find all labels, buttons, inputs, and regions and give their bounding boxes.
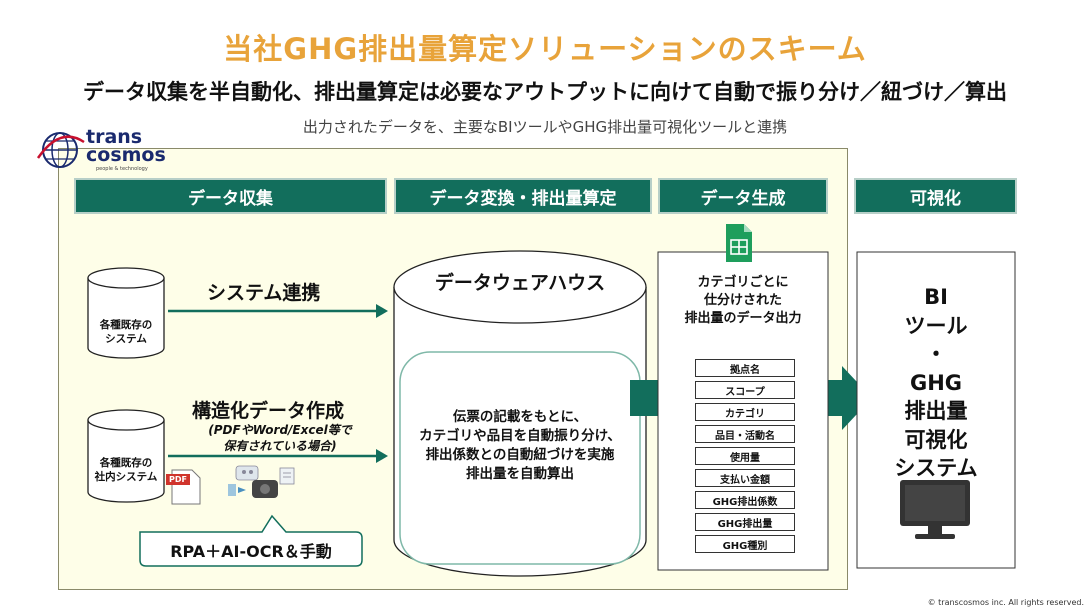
output-item: 支払い金額 — [695, 469, 795, 487]
column-header-collect: データ収集 — [74, 178, 387, 214]
logo-text-line2: cosmos — [86, 144, 166, 166]
page-title: 当社GHG排出量算定ソリューションのスキーム — [223, 32, 867, 66]
rpa-speech-bubble — [139, 514, 363, 567]
pdf-document-icon — [166, 469, 201, 505]
structuring-label: 構造化データ作成 — [192, 400, 345, 422]
page-caption: 出力されたデータを、主要なBIツールやGHG排出量可視化ツールと連携 — [302, 118, 788, 136]
output-item: 使用量 — [695, 447, 795, 465]
bi-tool-label: BI ツール ・ GHG 排出量 可視化 システム — [894, 285, 978, 480]
arrow-system-link — [168, 304, 388, 318]
internal-db-label: 各種既存の 社内システム — [94, 457, 158, 483]
logo-tagline: people & technology — [96, 166, 148, 172]
warehouse-description: 伝票の記載をもとに、 カテゴリや品目を自動振り分け、 排出係数との自動紐づけを実… — [419, 409, 621, 482]
page-subtitle: データ収集を半自動化、排出量算定は必要なアウトプットに向けて自動で振り分け／紐づ… — [83, 80, 1007, 104]
warehouse-process-box — [399, 351, 641, 565]
pdf-badge: PDF — [169, 475, 187, 484]
output-item: 品目・活動名 — [695, 425, 795, 443]
warehouse-title: データウェアハウス — [434, 272, 606, 294]
arrow-structuring — [168, 449, 388, 463]
column-header-visualize: 可視化 — [854, 178, 1017, 214]
robot-icon — [228, 465, 295, 498]
copyright-text: © transcosmos inc. All rights reserved. — [927, 598, 1084, 607]
output-item: GHG排出量 — [695, 513, 795, 531]
system-link-label: システム連携 — [207, 282, 321, 304]
output-item: 拠点名 — [695, 359, 795, 377]
column-header-generate: データ生成 — [658, 178, 828, 214]
company-logo: trans cosmos people & technology — [36, 128, 166, 172]
logo-text-line1: trans — [86, 126, 143, 148]
spreadsheet-icon — [726, 224, 752, 262]
structuring-note: (PDFやWord/Excel等で 保有されている場合) — [208, 423, 352, 453]
output-item: カテゴリ — [695, 403, 795, 421]
column-header-convert: データ変換・排出量算定 — [394, 178, 652, 214]
monitor-icon — [900, 480, 970, 539]
output-title: カテゴリごとに 仕分けされた 排出量のデータ出力 — [684, 275, 802, 326]
system-db-label: 各種既存の システム — [99, 319, 153, 345]
output-item: GHG排出係数 — [695, 491, 795, 509]
output-item: GHG種別 — [695, 535, 795, 553]
globe-icon — [36, 132, 85, 168]
output-item: スコープ — [695, 381, 795, 399]
rpa-label: RPA＋AI-OCR＆手動 — [170, 542, 332, 561]
database-icon-internal — [87, 409, 165, 503]
database-icon-system — [87, 267, 165, 359]
